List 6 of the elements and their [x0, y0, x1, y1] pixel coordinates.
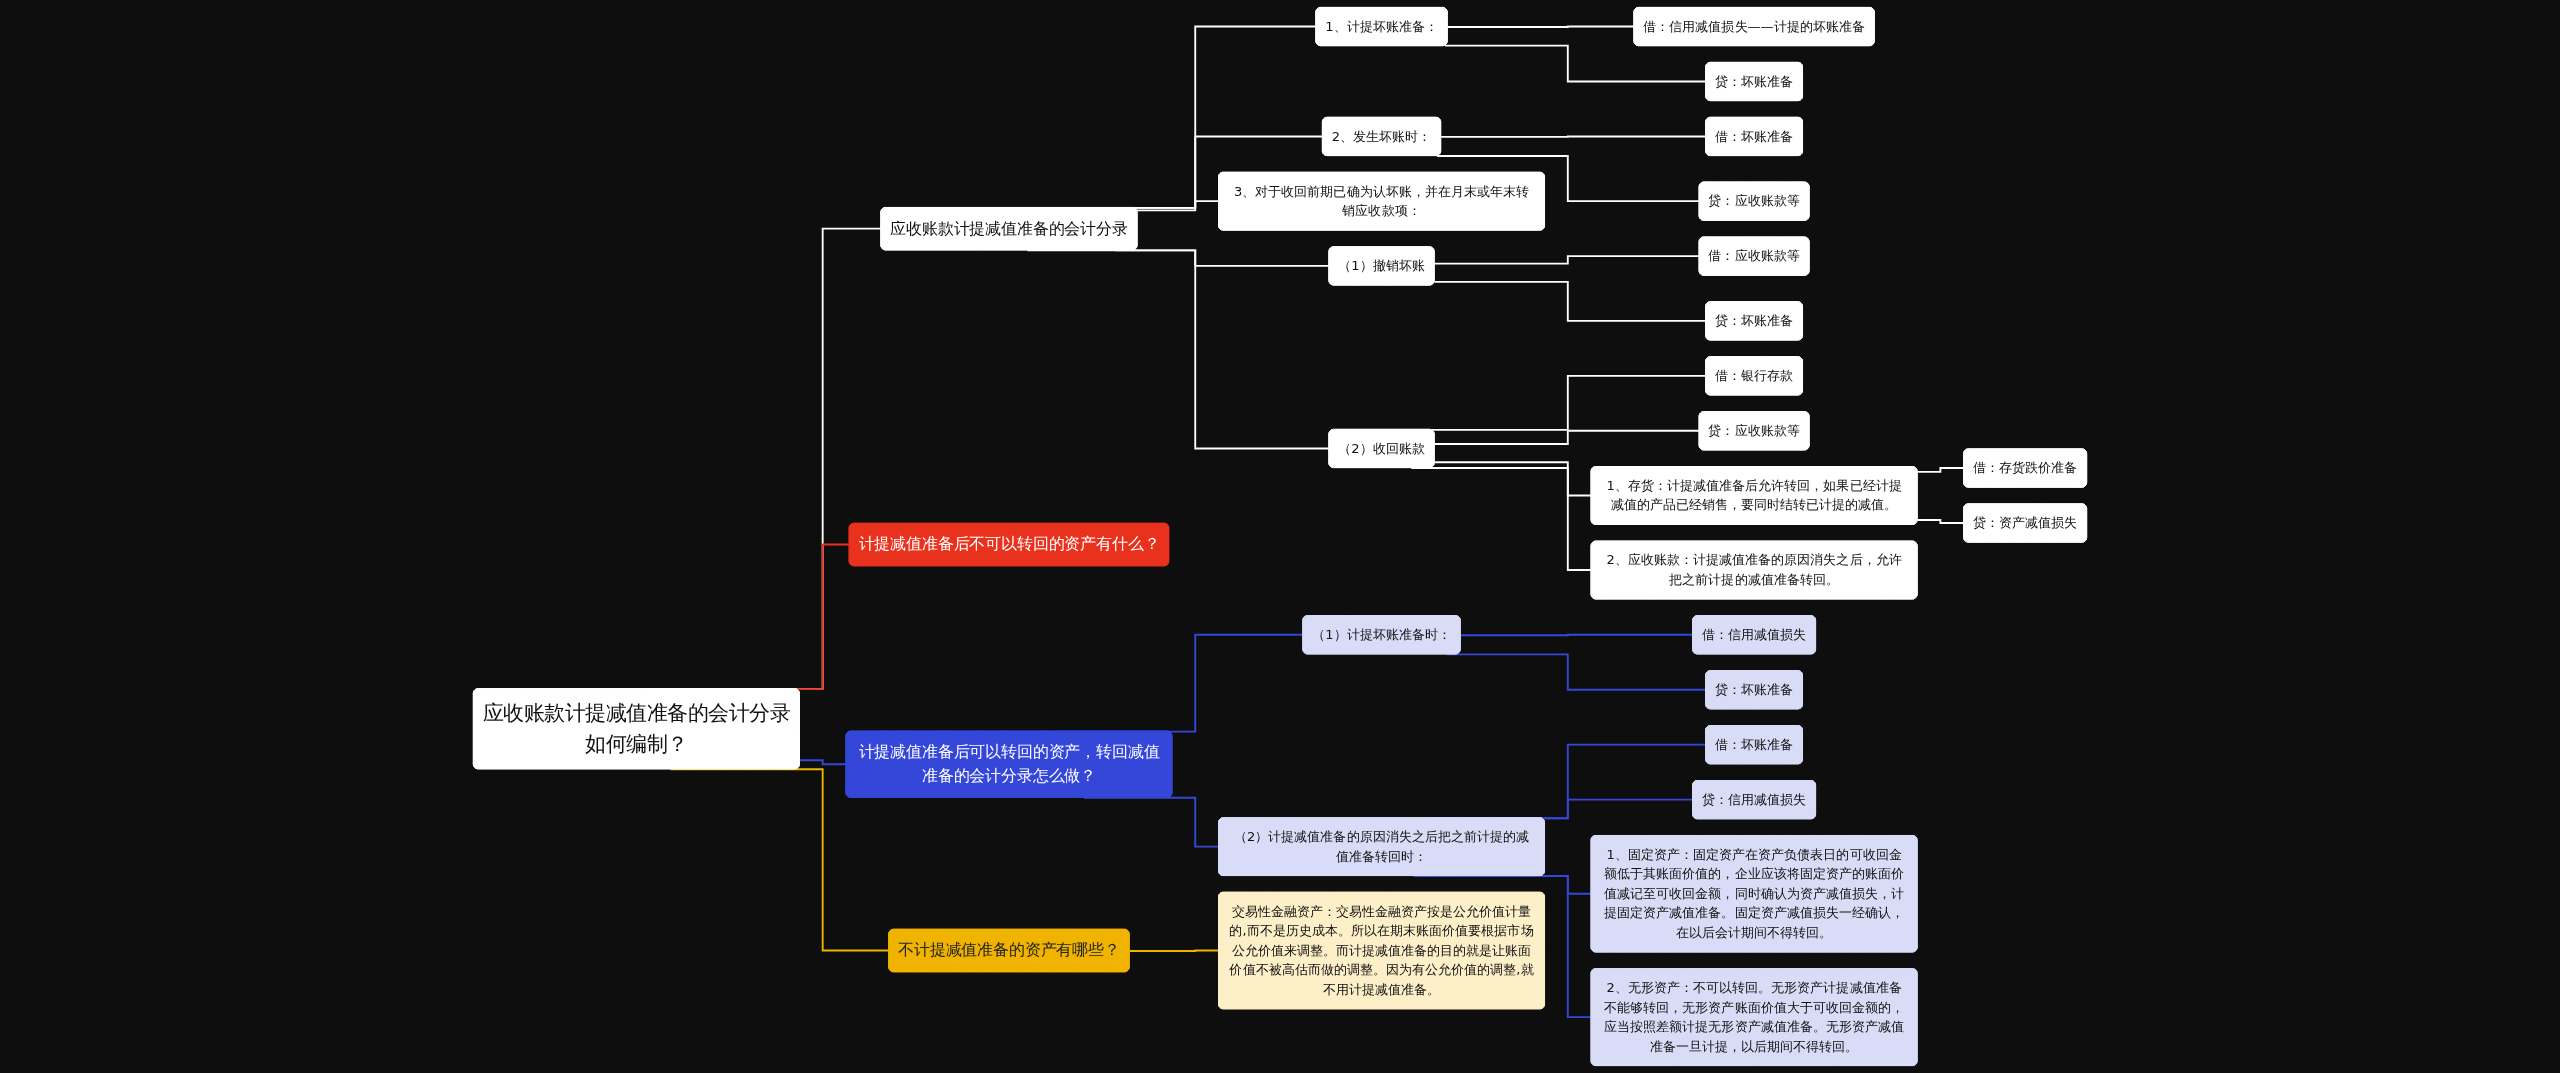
connector: [1128, 949, 1220, 952]
connector: [1433, 255, 1701, 265]
connector: [1433, 429, 1701, 445]
connector: [1433, 461, 1593, 497]
connector: [1135, 200, 1220, 212]
connector: [1459, 633, 1694, 637]
